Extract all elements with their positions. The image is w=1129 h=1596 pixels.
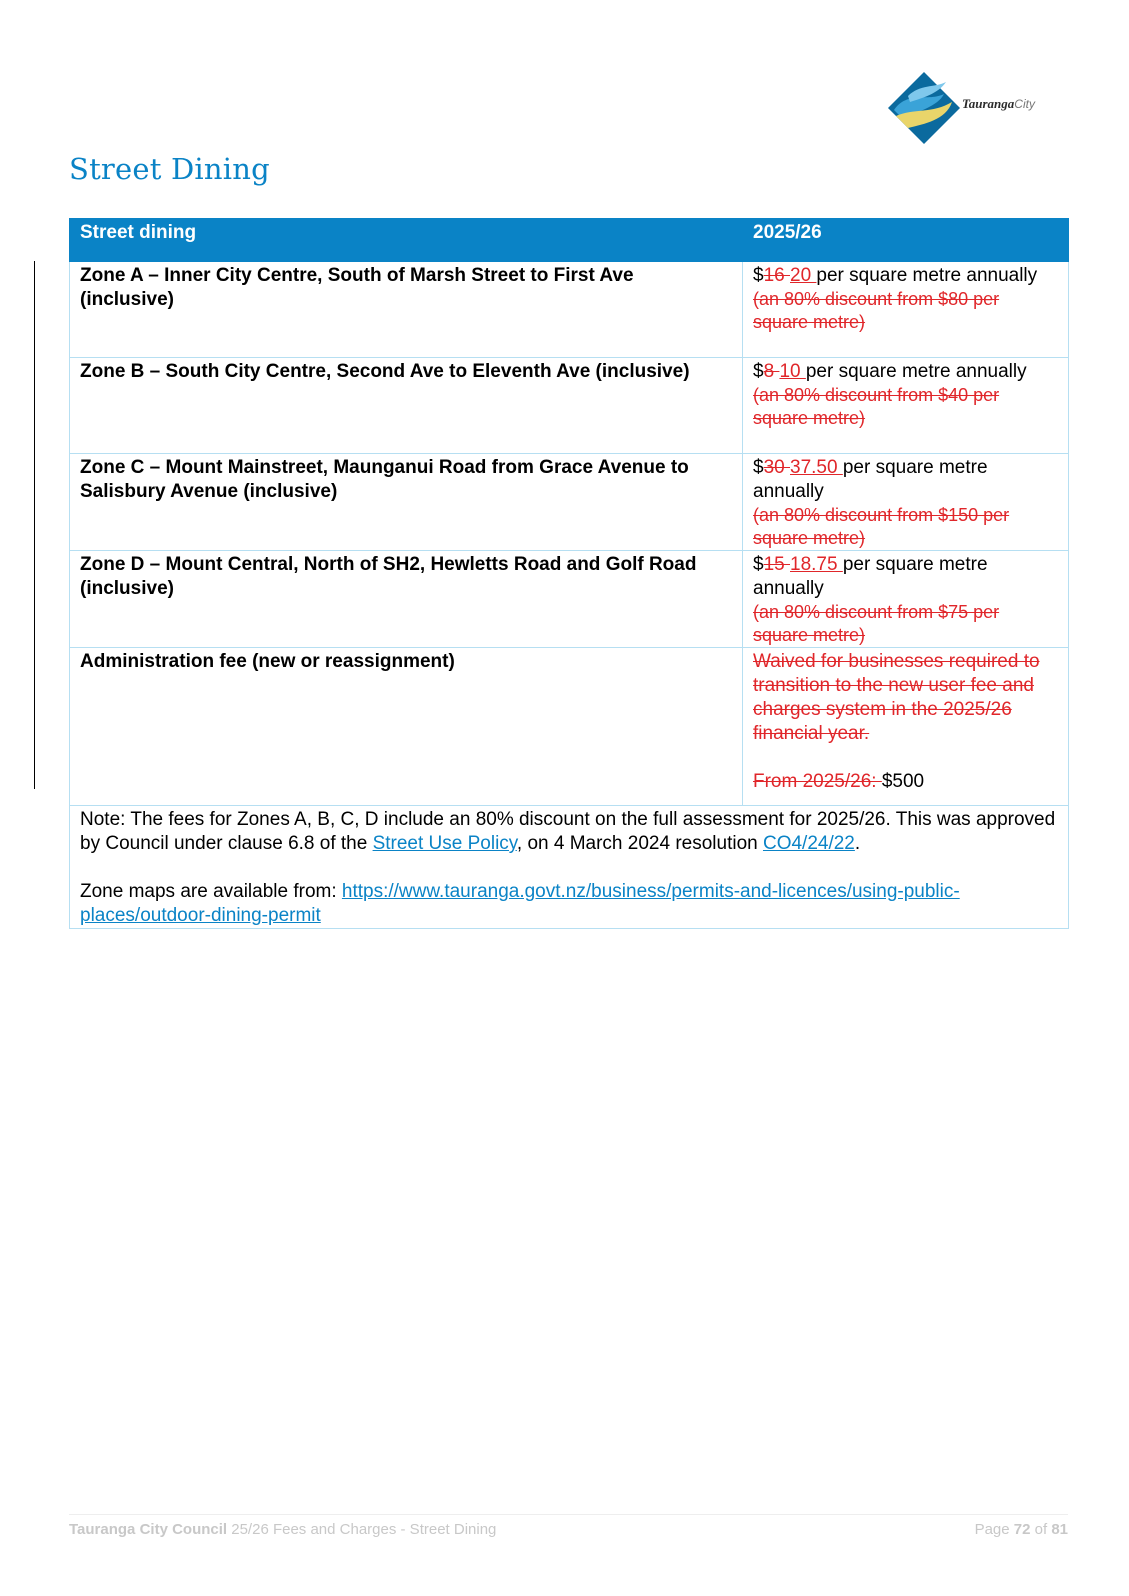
table-row: Administration fee (new or reassignment)… bbox=[69, 647, 1069, 806]
discount-note: (an 80% discount from $40 per square met… bbox=[753, 385, 1000, 428]
table-row: Zone D – Mount Central, North of SH2, He… bbox=[69, 550, 1069, 648]
tauranga-city-logo bbox=[888, 72, 960, 144]
header-year: 2025/26 bbox=[742, 218, 1069, 262]
zone-b-fee: $8 10 per square metre annually (an 80% … bbox=[742, 357, 1069, 454]
table-row: Zone A – Inner City Centre, South of Mar… bbox=[69, 261, 1069, 358]
new-price: 37.50 bbox=[790, 457, 843, 478]
footer-document-info: Tauranga City Council 25/26 Fees and Cha… bbox=[69, 1521, 497, 1538]
resolution-link[interactable]: CO4/24/22 bbox=[762, 833, 855, 854]
new-price: 20 bbox=[790, 265, 817, 286]
unit-text: per square metre annually bbox=[753, 457, 988, 502]
zone-d-name: Zone D – Mount Central, North of SH2, He… bbox=[69, 550, 743, 648]
zone-d-fee: $15 18.75 per square metre annually (an … bbox=[742, 550, 1069, 648]
old-price: 15 bbox=[763, 554, 790, 575]
admin-fee-value: Waived for businesses required to transi… bbox=[742, 647, 1069, 806]
admin-fee-name: Administration fee (new or reassignment) bbox=[69, 647, 743, 806]
table-header-row: Street dining 2025/26 bbox=[69, 218, 1069, 262]
unit-text: per square metre annually bbox=[753, 554, 988, 599]
header-street-dining: Street dining bbox=[69, 218, 743, 262]
zone-a-name: Zone A – Inner City Centre, South of Mar… bbox=[69, 261, 743, 358]
new-price: 10 bbox=[779, 361, 806, 382]
discount-note: (an 80% discount from $75 per square met… bbox=[753, 602, 1000, 645]
old-price: 16 bbox=[763, 265, 790, 286]
unit-text: per square metre annually bbox=[816, 265, 1038, 286]
table-row: Note: The fees for Zones A, B, C, D incl… bbox=[69, 805, 1069, 929]
discount-note: (an 80% discount from $150 per square me… bbox=[753, 505, 1010, 548]
zone-maps-link[interactable]: https://www.tauranga.govt.nz/business/pe… bbox=[80, 881, 960, 926]
zone-a-fee: $16 20 per square metre annually (an 80%… bbox=[742, 261, 1069, 358]
zone-b-name: Zone B – South City Centre, Second Ave t… bbox=[69, 357, 743, 454]
new-price: 18.75 bbox=[790, 554, 843, 575]
zone-c-fee: $30 37.50 per square metre annually (an … bbox=[742, 453, 1069, 551]
waived-note: Waived for businesses required to transi… bbox=[753, 651, 1040, 744]
discount-note: (an 80% discount from $80 per square met… bbox=[753, 289, 1000, 332]
table-row: Zone B – South City Centre, Second Ave t… bbox=[69, 357, 1069, 454]
admin-price: $500 bbox=[881, 771, 925, 792]
old-price: 30 bbox=[763, 457, 790, 478]
old-price: 8 bbox=[763, 361, 780, 382]
revision-margin-bar bbox=[34, 261, 35, 789]
street-use-policy-link[interactable]: Street Use Policy bbox=[372, 833, 517, 854]
footer-divider bbox=[69, 1514, 1068, 1515]
fees-table: Street dining 2025/26 Zone A – Inner Cit… bbox=[69, 218, 1069, 929]
page-title: Street Dining bbox=[69, 152, 270, 186]
zone-c-name: Zone C – Mount Mainstreet, Maunganui Roa… bbox=[69, 453, 743, 551]
unit-text: per square metre annually bbox=[805, 361, 1027, 382]
footer-page-number: Page 72 of 81 bbox=[974, 1521, 1068, 1538]
table-note: Note: The fees for Zones A, B, C, D incl… bbox=[69, 805, 1069, 929]
table-row: Zone C – Mount Mainstreet, Maunganui Roa… bbox=[69, 453, 1069, 551]
logo-wordmark: TaurangaCity bbox=[962, 96, 1035, 111]
from-struck: From 2025/26: bbox=[753, 771, 882, 792]
